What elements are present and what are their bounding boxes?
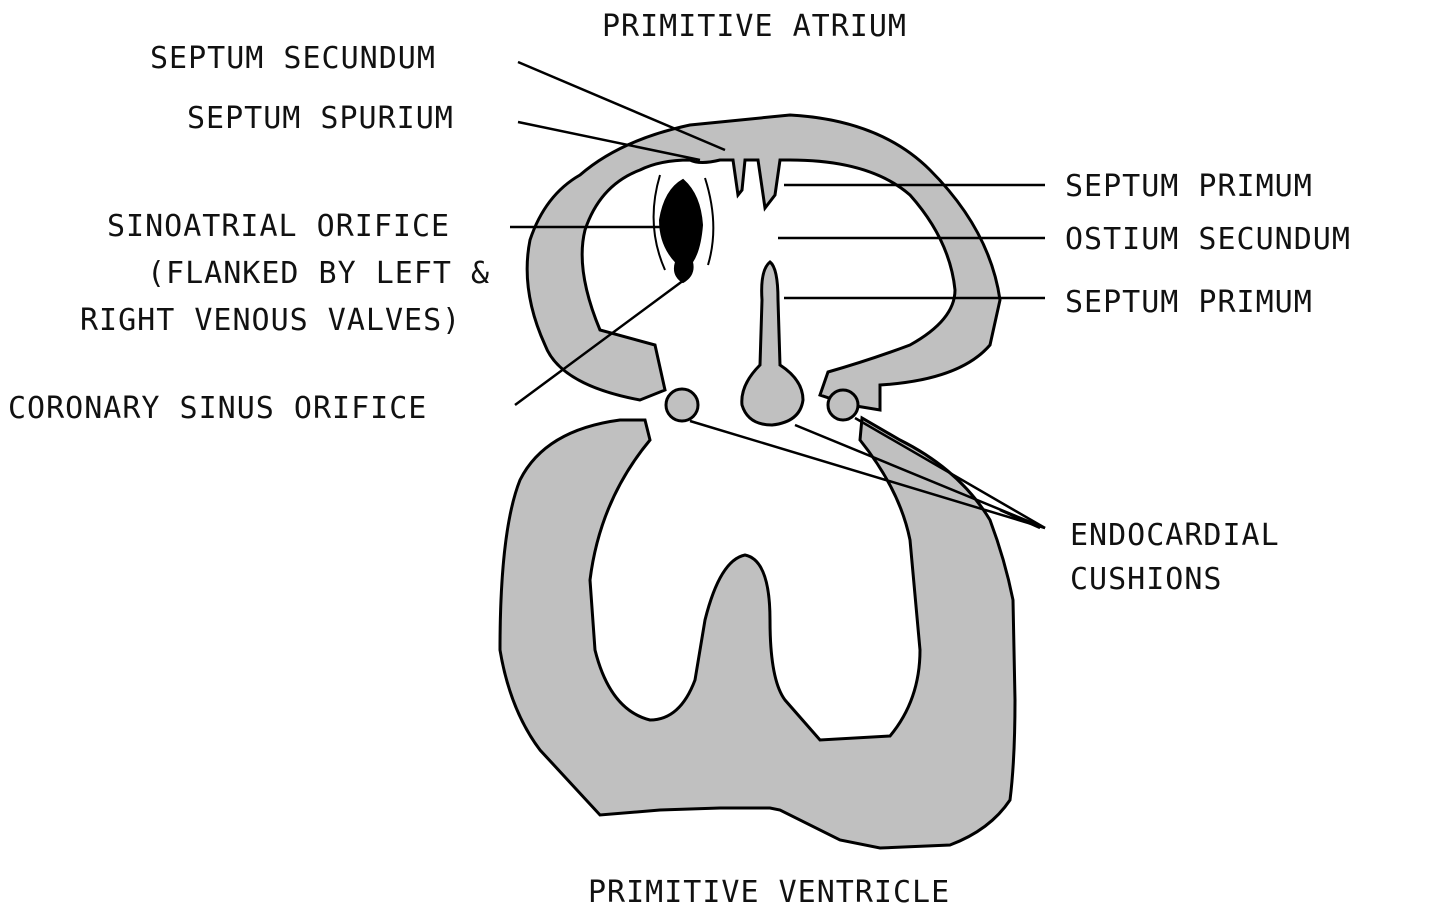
endocardial-cushion-left — [664, 387, 700, 423]
ventricle-wall — [498, 415, 1017, 850]
endocardial-cushion-right — [826, 388, 860, 422]
label-septum-spurium: SEPTUM SPURIUM — [187, 101, 454, 136]
label-septum-primum-upper: SEPTUM PRIMUM — [1065, 169, 1313, 204]
label-septum-secundum: SEPTUM SECUNDUM — [150, 41, 436, 76]
label-septum-primum-lower: SEPTUM PRIMUM — [1065, 285, 1313, 320]
sinoatrial-orifice — [658, 178, 704, 284]
right-venous-valve — [704, 177, 715, 266]
label-sinoatrial-note-1: (FLANKED BY LEFT & — [147, 256, 491, 291]
label-primitive-atrium: PRIMITIVE ATRIUM — [602, 9, 907, 44]
label-ostium-secundum: OSTIUM SECUNDUM — [1065, 222, 1351, 257]
label-coronary-sinus-orifice: CORONARY SINUS ORIFICE — [8, 391, 428, 426]
leader-lines — [510, 60, 1046, 530]
septum-primum-lower — [740, 260, 805, 427]
label-endocardial-cushions-2: CUSHIONS — [1070, 562, 1223, 597]
label-sinoatrial-note-2: RIGHT VENOUS VALVES) — [80, 303, 462, 338]
label-endocardial-cushions-1: ENDOCARDIAL — [1070, 518, 1280, 553]
label-primitive-ventricle: PRIMITIVE VENTRICLE — [588, 875, 951, 910]
left-venous-valve — [652, 174, 666, 271]
atrium-wall — [525, 113, 1002, 412]
label-sinoatrial-orifice: SINOATRIAL ORIFICE — [107, 209, 451, 244]
